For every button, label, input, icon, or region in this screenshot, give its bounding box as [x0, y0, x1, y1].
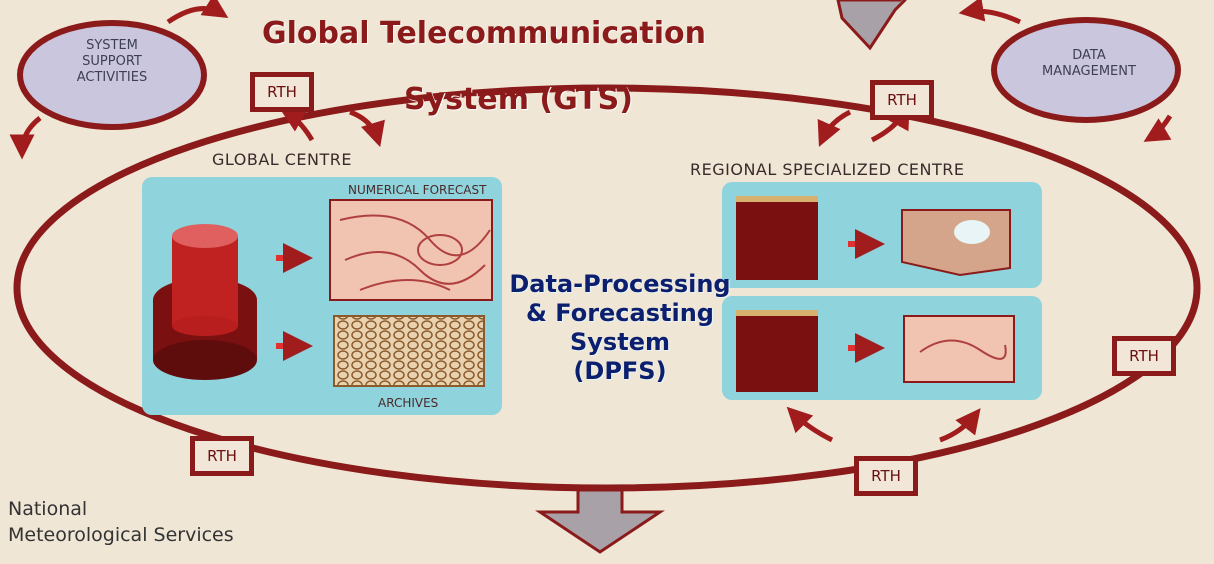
archives-icon: [333, 315, 485, 387]
rth-box-top-right: RTH: [870, 80, 934, 120]
system-support-oval: [17, 20, 207, 130]
rth-box-top-left: RTH: [250, 72, 314, 112]
nms-line-2: Meteorological Services: [8, 524, 234, 546]
dpfs-label: Data-Processing & Forecasting System (DP…: [462, 270, 778, 386]
data-management-label: DATA MANAGEMENT: [1000, 48, 1178, 80]
data-management-line-1: DATA: [1072, 48, 1106, 63]
dpfs-line-3: System: [570, 328, 670, 356]
data-management-line-2: MANAGEMENT: [1042, 64, 1136, 79]
title-line-2: System (GTS): [404, 82, 633, 117]
system-support-label: SYSTEM SUPPORT ACTIVITIES: [50, 38, 174, 86]
dpfs-line-1: Data-Processing: [509, 270, 731, 298]
regional-centre-label: REGIONAL SPECIALIZED CENTRE: [690, 160, 965, 179]
supercomputer-icon: [153, 224, 257, 380]
gts-ring: [13, 84, 1201, 492]
system-support-line-2: SUPPORT: [82, 54, 142, 69]
nms-line-1: National: [8, 498, 88, 520]
rth-box-bottom-left: RTH: [190, 436, 254, 476]
nms-label: National Meteorological Services: [8, 496, 234, 548]
system-support-line-3: ACTIVITIES: [76, 70, 148, 85]
archives-label: ARCHIVES: [378, 396, 439, 410]
title-line-1: Global Telecommunication: [262, 16, 706, 51]
system-support-line-1: SYSTEM: [86, 38, 138, 53]
numerical-forecast-label: NUMERICAL FORECAST: [348, 183, 487, 197]
rth-box-bottom-right: RTH: [854, 456, 918, 496]
data-management-oval: [991, 17, 1181, 123]
cyclone-map-icon: [901, 209, 1011, 277]
dpfs-line-4: (DPFS): [573, 357, 667, 385]
forecast-map-icon: [903, 315, 1015, 383]
rth-box-right: RTH: [1112, 336, 1176, 376]
global-centre-label: GLOBAL CENTRE: [212, 150, 353, 169]
incoming-arrow-top: [836, 0, 907, 51]
outgoing-arrow-bottom: [535, 488, 665, 554]
dpfs-line-2: & Forecasting: [526, 299, 714, 327]
